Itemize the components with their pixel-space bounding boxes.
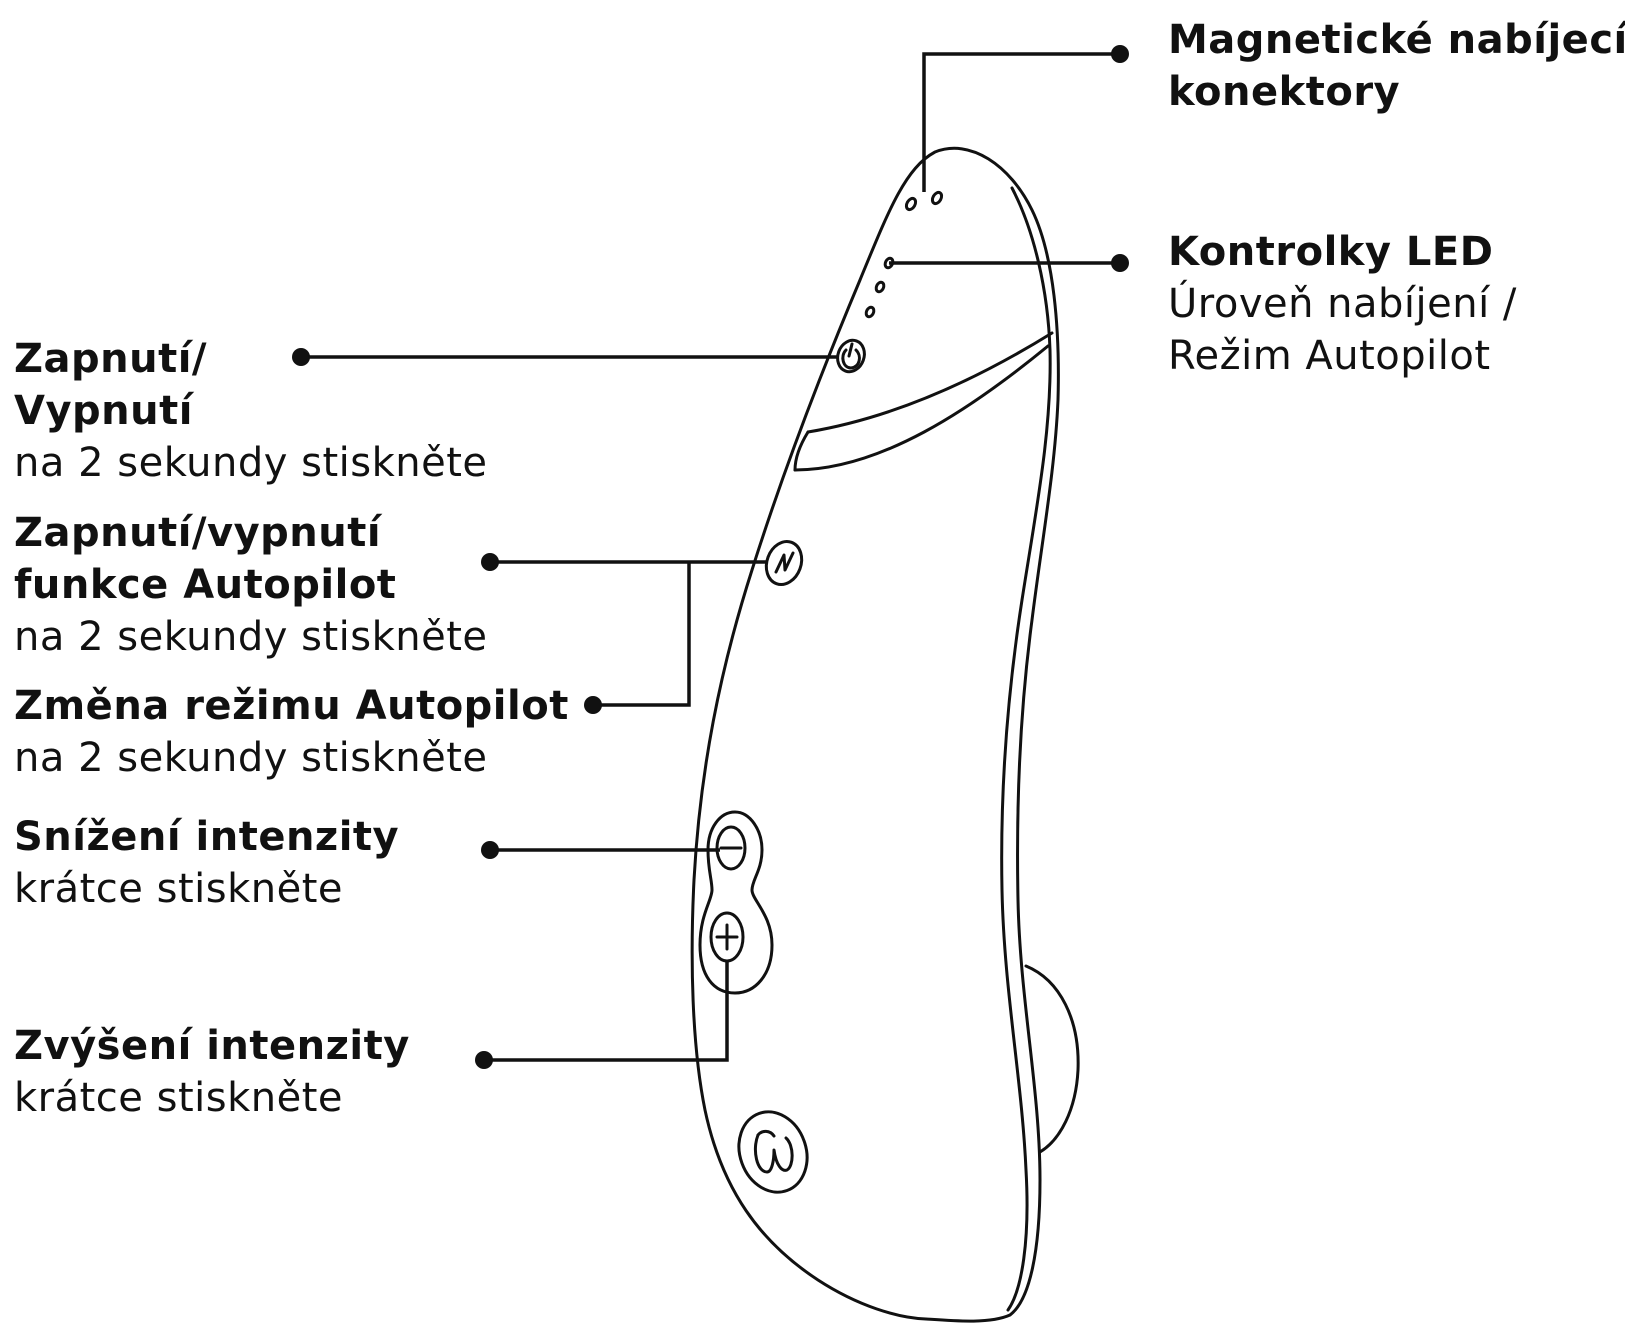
label-autopilot-toggle-title-line1: Zapnutí/vypnutí [14, 507, 488, 559]
label-charging-connectors: Magnetické nabíjecí konektory [1168, 14, 1625, 118]
device-top-band-lower [795, 346, 1048, 470]
label-power-title-line2: Vypnutí [14, 385, 488, 437]
label-decrease-intensity: Snížení intenzity krátce stiskněte [14, 811, 399, 915]
label-increase-desc: krátce stiskněte [14, 1072, 410, 1124]
label-power-desc: na 2 sekundy stiskněte [14, 437, 488, 489]
label-power-title-line1: Zapnutí/ [14, 333, 488, 385]
label-autopilot-mode-title: Změna režimu Autopilot [14, 680, 569, 732]
device-top-band-upper [808, 333, 1052, 432]
device-body-outline [692, 148, 1058, 1321]
intensity-button-housing [700, 812, 772, 993]
brand-logo-icon [728, 1102, 818, 1202]
label-led-indicators: Kontrolky LED Úroveň nabíjení / Režim Au… [1168, 226, 1517, 382]
label-power: Zapnutí/ Vypnutí na 2 sekundy stiskněte [14, 333, 488, 489]
label-led-desc-line1: Úroveň nabíjení / [1168, 278, 1517, 330]
led-dot-3 [865, 306, 876, 318]
label-increase-title: Zvýšení intenzity [14, 1020, 410, 1072]
autopilot-icon[interactable] [761, 537, 808, 590]
leader-line-autopilot-mode [593, 562, 689, 705]
plus-icon[interactable] [711, 913, 743, 961]
label-led-title: Kontrolky LED [1168, 226, 1517, 278]
leader-dot-led [1111, 254, 1129, 272]
leader-dot-charging [1111, 45, 1129, 63]
device-head-bump [1026, 966, 1078, 1152]
label-increase-intensity: Zvýšení intenzity krátce stiskněte [14, 1020, 410, 1124]
leader-line-increase [484, 960, 727, 1060]
minus-icon[interactable] [717, 827, 745, 869]
label-led-desc-line2: Režim Autopilot [1168, 330, 1517, 382]
leader-dot-increase [475, 1051, 493, 1069]
label-decrease-title: Snížení intenzity [14, 811, 399, 863]
charging-connector-left [905, 197, 918, 211]
leader-dot-decrease [481, 841, 499, 859]
label-autopilot-toggle-desc: na 2 sekundy stiskněte [14, 611, 488, 663]
label-autopilot-toggle: Zapnutí/vypnutí funkce Autopilot na 2 se… [14, 507, 488, 663]
label-charging-title-line1: Magnetické nabíjecí [1168, 14, 1625, 66]
label-autopilot-toggle-title-line2: funkce Autopilot [14, 559, 488, 611]
label-charging-title-line2: konektory [1168, 66, 1625, 118]
leader-line-charging [924, 54, 1120, 192]
device-side-ridge [1002, 188, 1050, 1310]
leader-dot-autopilot-mode [584, 696, 602, 714]
charging-connector-right [931, 191, 944, 205]
label-autopilot-mode: Změna režimu Autopilot na 2 sekundy stis… [14, 680, 569, 784]
power-icon[interactable] [833, 337, 868, 376]
label-autopilot-mode-desc: na 2 sekundy stiskněte [14, 732, 569, 784]
label-decrease-desc: krátce stiskněte [14, 863, 399, 915]
led-dot-2 [875, 281, 886, 293]
